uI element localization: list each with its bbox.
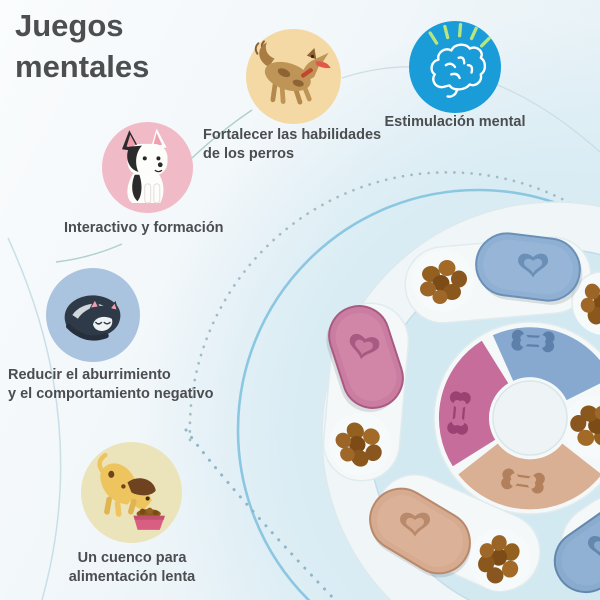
puzzle-feeder — [316, 201, 600, 600]
kibble-compartment — [412, 250, 474, 312]
feature-circle-slow-feeding — [81, 442, 182, 543]
spark-rays — [428, 23, 491, 48]
label-line: Fortalecer las habilidades — [203, 127, 382, 143]
dotted-arc-inner — [184, 428, 337, 600]
title-line: Juegos — [15, 8, 124, 43]
slider-oval-blue-top — [475, 232, 583, 305]
feature-circle-strengthen-skills — [246, 29, 341, 124]
puzzle-center-hub — [492, 380, 568, 456]
dotted-arc-outer — [188, 171, 600, 442]
feature-circle-reduce-boredom — [46, 268, 140, 362]
feature-label-interactive-training: Interactivo y formación — [64, 219, 264, 238]
feature-label-mental-stimulation: Estimulación mental — [375, 113, 535, 132]
feature-label-slow-feeding: Un cuenco para alimentación lenta — [51, 549, 213, 588]
slider-oval-blue-bottom — [553, 504, 600, 594]
playful-dog-illustration — [254, 40, 331, 105]
slider-oval-pink — [326, 305, 404, 413]
page-title: Juegos mentales — [15, 6, 149, 88]
slider-oval-tan — [369, 487, 471, 578]
feature-circle-interactive-training — [102, 122, 193, 213]
feature-label-reduce-boredom: Reducir el aburrimiento y el comportamie… — [8, 366, 248, 405]
label-line: Estimulación mental — [384, 114, 526, 130]
feature-circle-mental-stimulation — [409, 21, 501, 113]
brain-icon — [428, 23, 491, 98]
label-line: y el comportamiento negativo — [8, 386, 214, 403]
connector-pink-cat — [55, 243, 123, 263]
solid-arc — [236, 188, 600, 600]
label-line: alimentación lenta — [68, 569, 196, 586]
eating-dog-illustration — [97, 452, 165, 530]
label-line: de los perros — [203, 146, 295, 163]
thin-arc-left — [7, 237, 62, 600]
label-line: Reducir el aburrimiento — [8, 367, 171, 383]
french-bulldog-illustration — [122, 128, 168, 204]
title-line: mentales — [15, 48, 150, 84]
slider-arc-blue — [492, 327, 600, 402]
connector-pink-tan — [191, 109, 253, 159]
sleeping-cat-illustration — [64, 295, 121, 341]
feature-label-strengthen-skills: Fortalecer las habilidades de los perros — [203, 126, 413, 165]
label-line: Interactivo y formación — [64, 220, 224, 236]
label-line: Un cuenco para — [77, 550, 187, 566]
